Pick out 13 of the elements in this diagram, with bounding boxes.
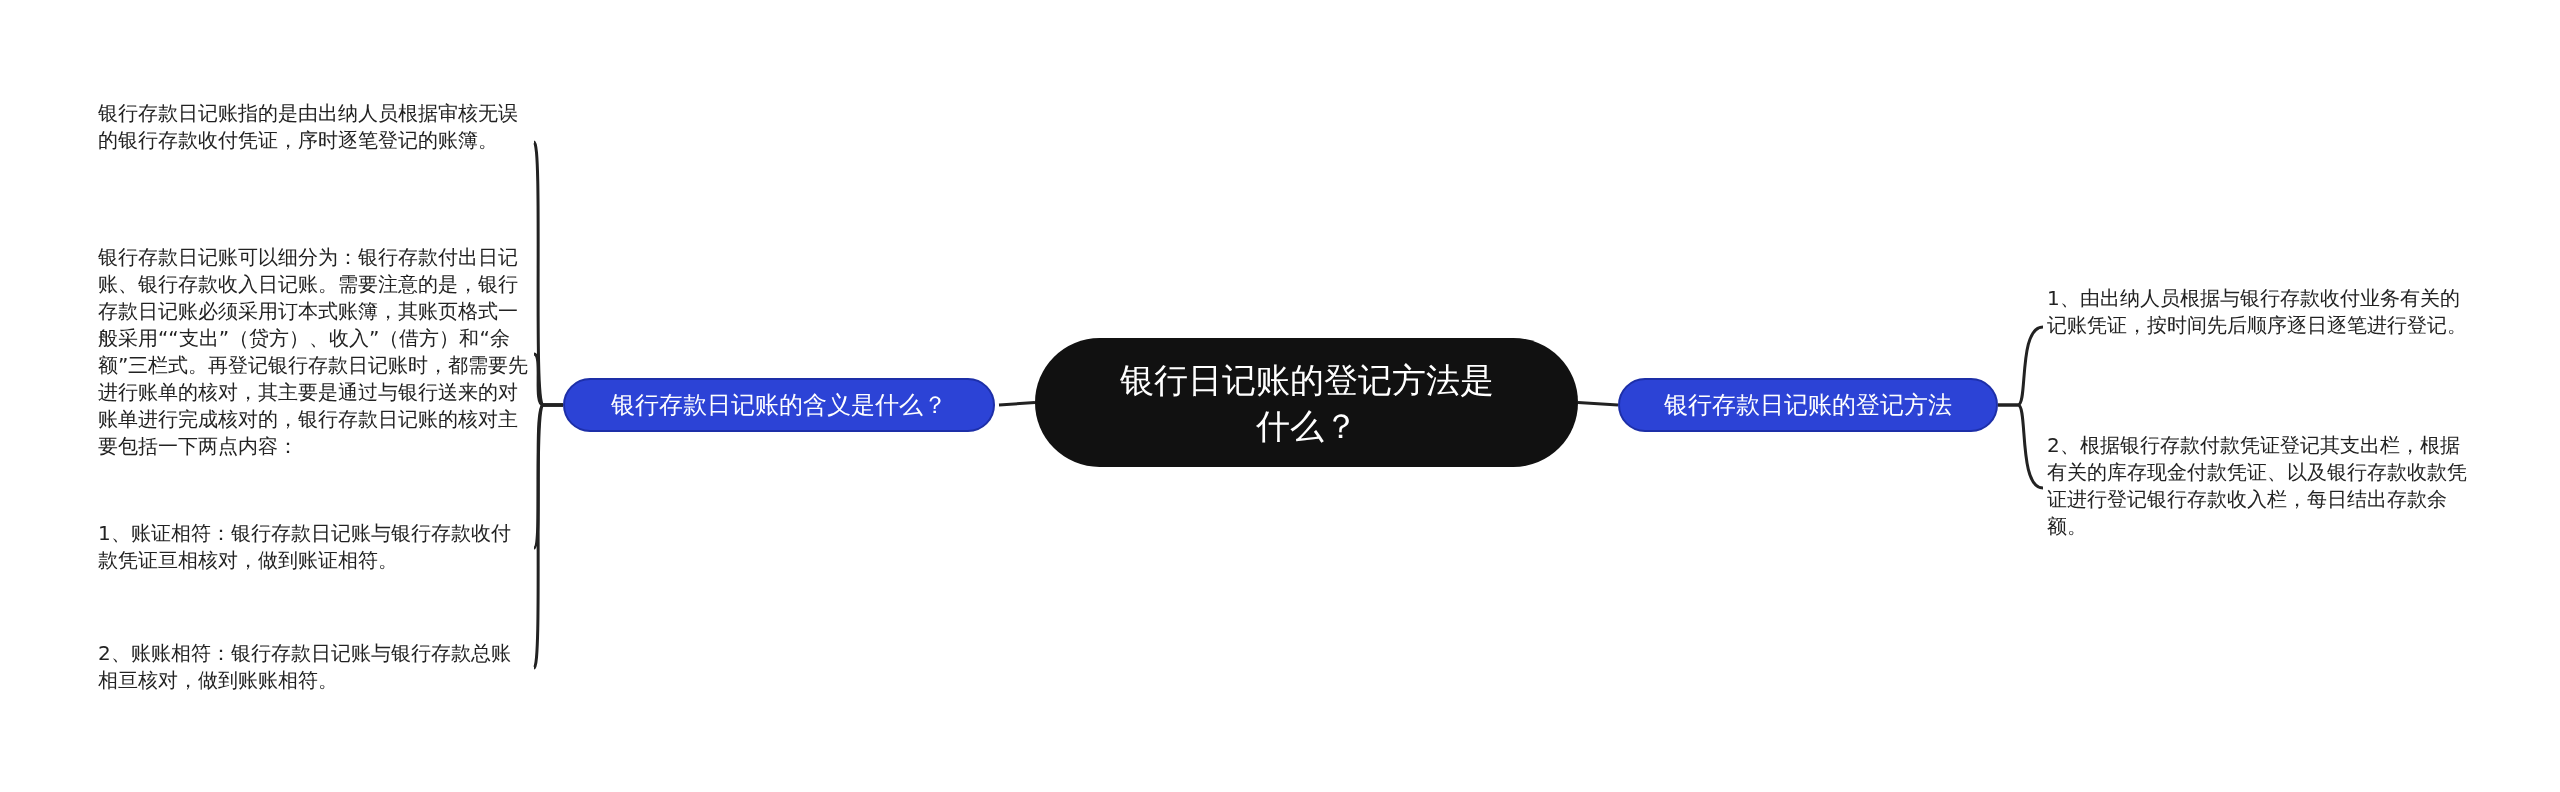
note-text: 1、由出纳人员根据与银行存款收付业务有关的记账凭证，按时间先后顺序逐日逐笔进行登记。 <box>2047 285 2477 339</box>
note-text: 银行存款日记账可以细分为：银行存款付出日记账、银行存款收入日记账。需要注意的是，银行存款日记账必须采用订本式账簿，其账页格式一般采用““支出”（贷方）、收入”（借方）和“余额”三栏式。再登记银行存款日记账时，都需要先进行账单的核对，其主要是通过与银行送来的对账单进行完成核对的，银行存款日记账的核对主要包括一下两点内容： <box>98 244 530 460</box>
connector-line <box>1577 401 1619 407</box>
connector-line <box>998 401 1036 407</box>
note-text: 2、根据银行存款付款凭证登记其支出栏，根据有关的库存现金付款凭证、以及银行存款收款凭证进行登记银行存款收入栏，每日结出存款余额。 <box>2047 432 2477 540</box>
connector-line <box>1998 403 2044 490</box>
central-topic-box: 银行日记账的登记方法是什么？ <box>1035 338 1578 467</box>
topic-box: 银行存款日记账的含义是什么？ <box>563 378 995 432</box>
note-text: 银行存款日记账指的是由出纳人员根据审核无误的银行存款收付凭证，序时逐笔登记的账簿。 <box>98 100 530 154</box>
note-text: 2、账账相符：银行存款日记账与银行存款总账相亘核对，做到账账相符。 <box>98 640 530 694</box>
topic-box: 银行存款日记账的登记方法 <box>1618 378 1998 432</box>
note-text: 1、账证相符：银行存款日记账与银行存款收付款凭证亘相核对，做到账证相符。 <box>98 520 530 574</box>
connector-line <box>532 403 563 669</box>
